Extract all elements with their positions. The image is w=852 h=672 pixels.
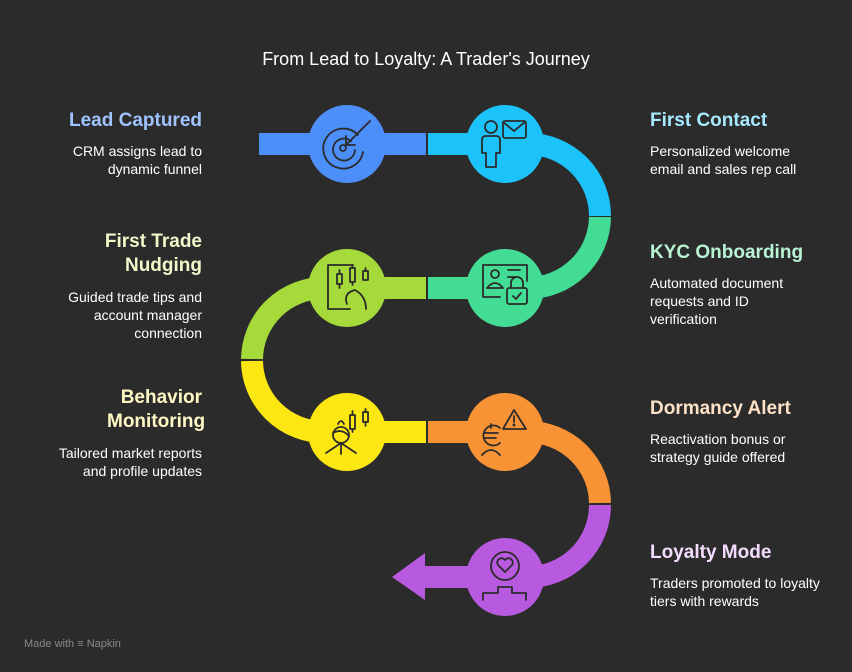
step-lead-captured: Lead Captured CRM assigns lead to dynami… — [12, 110, 202, 178]
step-first-trade-nudging: First Trade Nudging Guided trade tips an… — [12, 230, 202, 342]
euro-person-warning-icon — [481, 409, 527, 456]
step-loyalty-mode: Loyalty Mode Traders promoted to loyalty… — [650, 542, 840, 610]
step-circle-7 — [466, 538, 544, 616]
step-title: Behavior Monitoring — [107, 387, 206, 432]
step-circle-4 — [308, 249, 386, 327]
step-description: Tailored market reports and profile upda… — [58, 445, 202, 479]
made-with-text: Made with — [24, 638, 75, 650]
step-title: Lead Captured — [68, 110, 202, 131]
person-candlestick-icon — [325, 408, 369, 455]
step-description: CRM assigns lead to dynamic funnel — [72, 143, 202, 177]
step-title: First Contact — [650, 110, 768, 131]
step-circle-2 — [466, 105, 544, 183]
diagram-title: From Lead to Loyalty: A Trader's Journey — [262, 49, 590, 69]
step-first-contact: First Contact Personalized welcome email… — [650, 110, 840, 178]
step-description: Guided trade tips and account manager co… — [68, 289, 202, 341]
tablet-candlestick-icon — [327, 264, 369, 310]
heart-podium-icon — [482, 551, 527, 601]
step-kyc-onboarding: KYC Onboarding Automated document reques… — [650, 242, 840, 328]
step-title: First Trade Nudging — [104, 231, 202, 276]
step-circle-3 — [466, 249, 544, 327]
step-description: Personalized welcome email and sales rep… — [650, 143, 797, 177]
step-dormancy-alert: Dormancy Alert Reactivation bonus or str… — [650, 398, 840, 466]
step-title: Loyalty Mode — [650, 542, 772, 563]
step-circle-6 — [466, 393, 544, 471]
target-arrow-icon — [322, 120, 371, 170]
step-description: Traders promoted to loyalty tiers with r… — [650, 575, 820, 609]
napkin-watermark: Made with ≡ Napkin — [24, 638, 121, 650]
napkin-logo-icon: ≡ — [77, 638, 84, 650]
step-circle-5 — [308, 393, 386, 471]
step-description: Reactivation bonus or strategy guide off… — [650, 431, 786, 465]
person-mail-icon — [481, 120, 527, 168]
id-card-lock-icon — [482, 264, 528, 305]
step-title: KYC Onboarding — [650, 242, 804, 263]
step-description: Automated document requests and ID verif… — [650, 275, 784, 327]
step-title: Dormancy Alert — [650, 398, 791, 419]
step-behavior-monitoring: Behavior Monitoring Tailored market repo… — [12, 386, 206, 480]
brand-text: Napkin — [86, 638, 121, 650]
arrow-head — [392, 553, 425, 600]
